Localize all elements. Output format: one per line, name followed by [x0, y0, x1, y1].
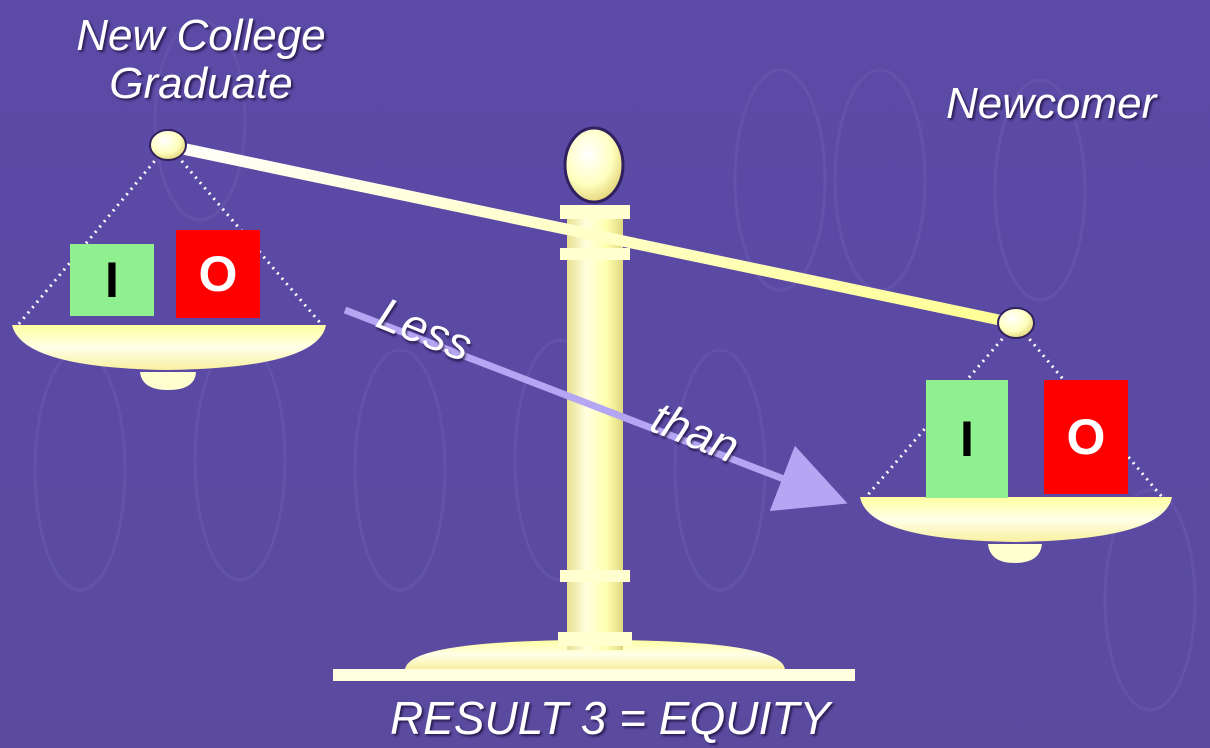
label-new-college-graduate: New College Graduate: [42, 12, 360, 108]
right-input-box: I: [926, 380, 1008, 498]
left-output-box: O: [176, 230, 260, 318]
scale-base-dome: [405, 640, 785, 669]
label-left-line1: New College: [76, 11, 326, 60]
scale-pillar: [567, 205, 623, 650]
less-than-arrow: [343, 306, 848, 512]
scale-beam: [170, 140, 1016, 329]
label-newcomer: Newcomer: [946, 79, 1157, 128]
result-caption: RESULT 3 = EQUITY: [389, 692, 831, 744]
right-pan-dish: [860, 497, 1172, 542]
label-left-line2: Graduate: [109, 59, 293, 108]
left-pivot-knob: [149, 129, 187, 161]
scale-base-plate: [333, 669, 855, 681]
right-output-box: O: [1044, 380, 1128, 494]
left-input-box: I: [70, 244, 154, 316]
scale-top-knob: [563, 126, 625, 204]
left-pan-dish: [12, 325, 326, 370]
right-pivot-knob: [997, 307, 1035, 339]
